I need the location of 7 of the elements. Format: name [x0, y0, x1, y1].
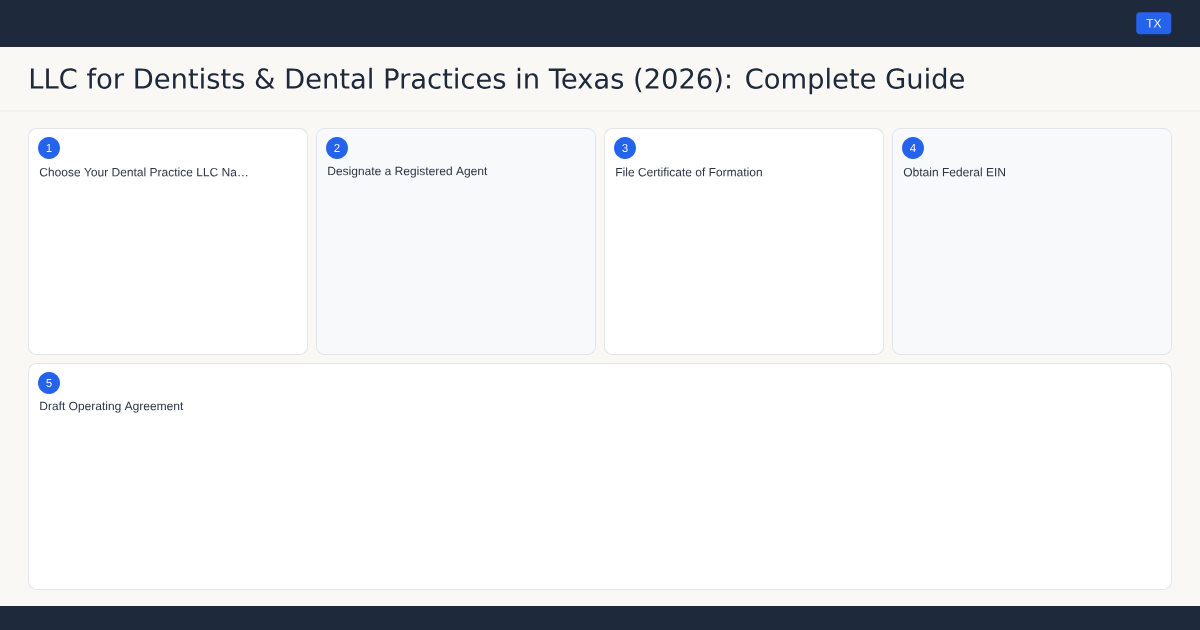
number-badge: 2	[326, 137, 348, 159]
state-badge: TX	[1136, 12, 1172, 35]
number-badge: 1	[38, 137, 60, 159]
number-badge: 4	[902, 137, 924, 159]
page-title: LLC for Dentists & Dental Practices in Texas (2026): Complete Guide	[30, 67, 964, 95]
number-badge: 5	[38, 372, 60, 394]
number-badge: 3	[614, 137, 636, 159]
